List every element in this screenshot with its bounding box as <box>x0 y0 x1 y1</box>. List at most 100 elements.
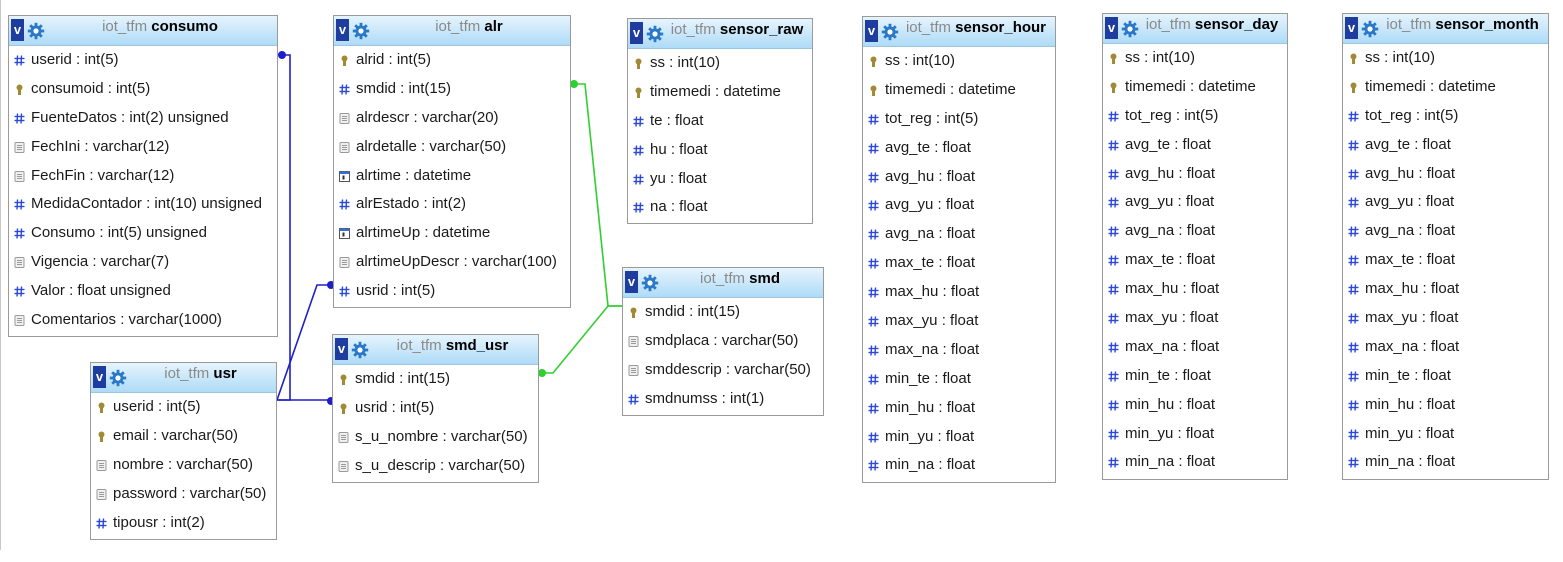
column-row[interactable]: na : float <box>628 193 812 222</box>
column-row[interactable]: FechIni : varchar(12) <box>9 133 277 162</box>
column-row[interactable]: max_te : float <box>863 249 1055 278</box>
column-row[interactable]: tot_reg : int(5) <box>1343 102 1548 131</box>
gear-icon[interactable] <box>881 23 899 41</box>
gear-icon[interactable] <box>641 274 659 292</box>
column-row[interactable]: max_na : float <box>1103 333 1287 362</box>
column-row[interactable]: timemedi : datetime <box>628 78 812 107</box>
column-row[interactable]: alrtimeUp : datetime <box>334 219 570 248</box>
column-row[interactable]: min_na : float <box>1343 448 1548 477</box>
column-row[interactable]: min_na : float <box>863 451 1055 480</box>
column-row[interactable]: hu : float <box>628 136 812 165</box>
toggle-columns-button[interactable]: v <box>336 19 349 41</box>
column-row[interactable]: max_yu : float <box>1343 304 1548 333</box>
toggle-columns-button[interactable]: v <box>865 20 878 42</box>
column-row[interactable]: max_te : float <box>1103 246 1287 275</box>
gear-icon[interactable] <box>351 341 369 359</box>
column-row[interactable]: smdnumss : int(1) <box>623 385 823 414</box>
table-header[interactable]: v iot_tfm sensor_day <box>1103 14 1287 44</box>
column-row[interactable]: FechFin : varchar(12) <box>9 162 277 191</box>
toggle-columns-button[interactable]: v <box>630 22 643 44</box>
column-row[interactable]: consumoid : int(5) <box>9 75 277 104</box>
column-row[interactable]: smddescrip : varchar(50) <box>623 356 823 385</box>
toggle-columns-button[interactable]: v <box>93 366 106 388</box>
column-row[interactable]: avg_te : float <box>1103 131 1287 160</box>
column-row[interactable]: alrEstado : int(2) <box>334 190 570 219</box>
toggle-columns-button[interactable]: v <box>11 19 24 41</box>
column-row[interactable]: tipousr : int(2) <box>91 509 276 538</box>
column-row[interactable]: alrdetalle : varchar(50) <box>334 133 570 162</box>
column-row[interactable]: avg_na : float <box>863 220 1055 249</box>
column-row[interactable]: FuenteDatos : int(2) unsigned <box>9 104 277 133</box>
column-row[interactable]: s_u_descrip : varchar(50) <box>333 452 538 481</box>
column-row[interactable]: min_te : float <box>1103 362 1287 391</box>
column-row[interactable]: ss : int(10) <box>628 49 812 78</box>
table-header[interactable]: v iot_tfm sensor_hour <box>863 17 1055 47</box>
column-row[interactable]: avg_yu : float <box>863 191 1055 220</box>
column-row[interactable]: min_yu : float <box>1103 420 1287 449</box>
column-row[interactable]: avg_te : float <box>863 134 1055 163</box>
gear-icon[interactable] <box>109 369 127 387</box>
gear-icon[interactable] <box>352 22 370 40</box>
column-row[interactable]: min_yu : float <box>1343 420 1548 449</box>
table-header[interactable]: v iot_tfm usr <box>91 363 276 393</box>
column-row[interactable]: timemedi : datetime <box>863 76 1055 105</box>
column-row[interactable]: avg_na : float <box>1343 217 1548 246</box>
gear-icon[interactable] <box>27 22 45 40</box>
column-row[interactable]: te : float <box>628 107 812 136</box>
column-row[interactable]: MedidaContador : int(10) unsigned <box>9 190 277 219</box>
column-row[interactable]: email : varchar(50) <box>91 422 276 451</box>
column-row[interactable]: Vigencia : varchar(7) <box>9 248 277 277</box>
column-row[interactable]: max_hu : float <box>1103 275 1287 304</box>
column-row[interactable]: tot_reg : int(5) <box>1103 102 1287 131</box>
column-row[interactable]: usrid : int(5) <box>333 394 538 423</box>
column-row[interactable]: timemedi : datetime <box>1343 73 1548 102</box>
column-row[interactable]: ss : int(10) <box>1103 44 1287 73</box>
table-header[interactable]: v iot_tfm sensor_raw <box>628 19 812 49</box>
column-row[interactable]: max_hu : float <box>863 278 1055 307</box>
column-row[interactable]: smdid : int(15) <box>333 365 538 394</box>
column-row[interactable]: yu : float <box>628 165 812 194</box>
column-row[interactable]: max_te : float <box>1343 246 1548 275</box>
column-row[interactable]: max_hu : float <box>1343 275 1548 304</box>
column-row[interactable]: avg_hu : float <box>1343 160 1548 189</box>
gear-icon[interactable] <box>1121 20 1139 38</box>
toggle-columns-button[interactable]: v <box>335 338 348 360</box>
column-row[interactable]: userid : int(5) <box>9 46 277 75</box>
table-header[interactable]: v iot_tfm smd <box>623 268 823 298</box>
column-row[interactable]: ss : int(10) <box>1343 44 1548 73</box>
column-row[interactable]: alrid : int(5) <box>334 46 570 75</box>
table-header[interactable]: v iot_tfm smd_usr <box>333 335 538 365</box>
column-row[interactable]: password : varchar(50) <box>91 480 276 509</box>
column-row[interactable]: min_te : float <box>863 365 1055 394</box>
gear-icon[interactable] <box>646 25 664 43</box>
column-row[interactable]: smdplaca : varchar(50) <box>623 327 823 356</box>
column-row[interactable]: max_na : float <box>863 336 1055 365</box>
column-row[interactable]: Consumo : int(5) unsigned <box>9 219 277 248</box>
column-row[interactable]: Comentarios : varchar(1000) <box>9 306 277 335</box>
column-row[interactable]: min_yu : float <box>863 423 1055 452</box>
column-row[interactable]: alrdescr : varchar(20) <box>334 104 570 133</box>
column-row[interactable]: tot_reg : int(5) <box>863 105 1055 134</box>
column-row[interactable]: min_na : float <box>1103 448 1287 477</box>
toggle-columns-button[interactable]: v <box>1105 17 1118 39</box>
column-row[interactable]: avg_na : float <box>1103 217 1287 246</box>
column-row[interactable]: max_yu : float <box>863 307 1055 336</box>
column-row[interactable]: nombre : varchar(50) <box>91 451 276 480</box>
column-row[interactable]: max_yu : float <box>1103 304 1287 333</box>
toggle-columns-button[interactable]: v <box>625 271 638 293</box>
column-row[interactable]: smdid : int(15) <box>623 298 823 327</box>
column-row[interactable]: alrtime : datetime <box>334 162 570 191</box>
column-row[interactable]: Valor : float unsigned <box>9 277 277 306</box>
column-row[interactable]: smdid : int(15) <box>334 75 570 104</box>
column-row[interactable]: timemedi : datetime <box>1103 73 1287 102</box>
column-row[interactable]: min_hu : float <box>863 394 1055 423</box>
